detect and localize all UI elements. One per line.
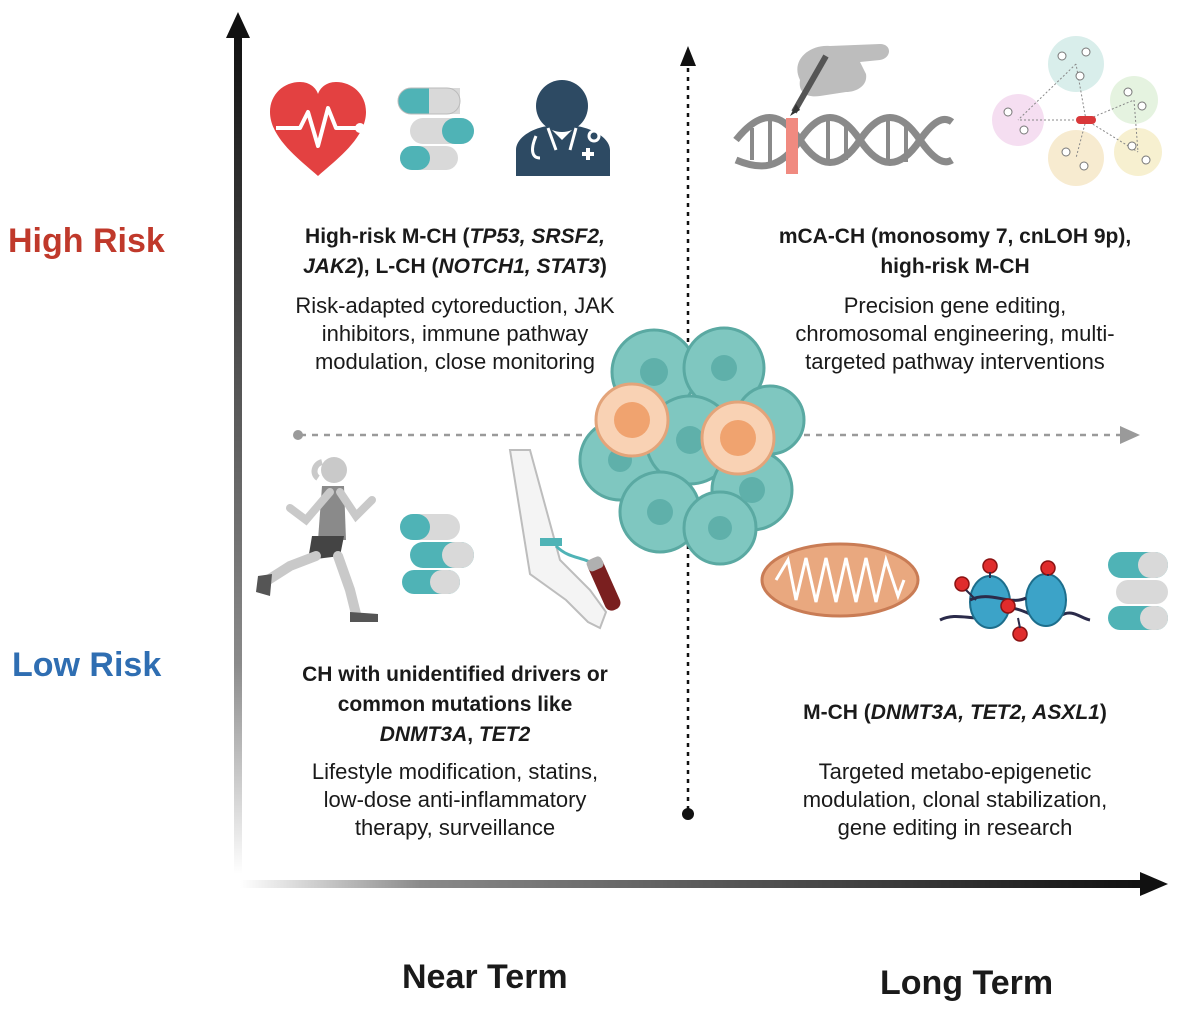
quadrant-high-near-title: High-risk M-CH (TP53, SRSF2, JAK2), L-CH… xyxy=(260,222,650,282)
body-line: Lifestyle modification, statins, xyxy=(311,759,599,784)
body-line: modulation, clonal stabilization, xyxy=(802,787,1108,812)
title-part: High-risk M-CH ( xyxy=(305,225,470,248)
heart-ecg-icon xyxy=(270,82,366,176)
blood-draw-icon xyxy=(508,449,621,630)
mitochondria-icon xyxy=(760,542,920,618)
near-term-label: Near Term xyxy=(402,958,568,996)
pills-icon-low-long xyxy=(1108,552,1168,630)
quadrant-low-near-title: CH with unidentified drivers or common m… xyxy=(260,660,650,750)
quadrant-low-near-body: Lifestyle modification, statins, low-dos… xyxy=(260,758,650,842)
body-line: Precision gene editing, xyxy=(843,293,1067,318)
title-line: mCA-CH (monosomy 7, cnLOH 9p), xyxy=(778,225,1132,248)
low-risk-label: Low Risk xyxy=(12,646,162,684)
gene-list: DNMT3A xyxy=(379,723,468,746)
quadrant-high-long: mCA-CH (monosomy 7, cnLOH 9p), high-risk… xyxy=(740,222,1170,376)
quadrant-low-long: M-CH (DNMT3A, TET2, ASXL1) Targeted meta… xyxy=(740,698,1170,842)
horizontal-divider-arrowhead xyxy=(1120,426,1140,444)
runner-icon xyxy=(256,457,378,622)
body-line: modulation, close monitoring xyxy=(314,349,596,374)
gene-list: TET2 xyxy=(478,723,531,746)
horizontal-divider-dot xyxy=(293,430,303,440)
body-line: Risk-adapted cytoreduction, JAK xyxy=(295,293,615,318)
title-part: ) xyxy=(599,255,607,278)
x-axis-arrowhead xyxy=(1140,872,1168,896)
gene-list: NOTCH1, STAT3 xyxy=(438,255,600,278)
quadrant-low-long-title: M-CH (DNMT3A, TET2, ASXL1) xyxy=(740,698,1170,728)
title-part: ) xyxy=(1099,701,1107,724)
body-line: inhibitors, immune pathway xyxy=(321,321,589,346)
quadrant-low-long-body: Targeted metabo-epigenetic modulation, c… xyxy=(740,758,1170,842)
title-part: ), L-CH ( xyxy=(356,255,439,278)
pills-icon-low-near xyxy=(400,514,474,594)
y-axis-line xyxy=(234,32,242,874)
title-line: common mutations like xyxy=(337,693,573,716)
body-line: low-dose anti-inflammatory xyxy=(323,787,587,812)
network-icon xyxy=(992,36,1162,186)
x-axis-line xyxy=(240,880,1142,888)
body-line: therapy, surveillance xyxy=(354,815,556,840)
quadrant-high-near: High-risk M-CH (TP53, SRSF2, JAK2), L-CH… xyxy=(260,222,650,376)
quadrant-high-long-title: mCA-CH (monosomy 7, cnLOH 9p), high-risk… xyxy=(740,222,1170,282)
title-line: DNMT3A, TET2 xyxy=(260,720,650,750)
title-line: high-risk M-CH xyxy=(880,255,1030,278)
quadrant-low-near: CH with unidentified drivers or common m… xyxy=(260,660,650,842)
gene-list: DNMT3A, TET2, ASXL1 xyxy=(870,701,1100,724)
high-risk-label: High Risk xyxy=(8,222,165,260)
doctor-icon xyxy=(516,80,610,176)
quadrant-high-near-body: Risk-adapted cytoreduction, JAK inhibito… xyxy=(260,292,650,376)
vertical-divider-arrowhead xyxy=(680,46,696,66)
body-line: targeted pathway interventions xyxy=(805,349,1105,374)
gene-editing-icon xyxy=(733,44,955,174)
nucleosome-icon xyxy=(939,558,1091,642)
title-part: M-CH ( xyxy=(803,701,871,724)
gene-list: JAK2 xyxy=(303,255,357,278)
long-term-label: Long Term xyxy=(880,964,1054,1002)
vertical-divider-dot xyxy=(682,808,694,820)
body-line: chromosomal engineering, multi- xyxy=(795,321,1115,346)
body-line: gene editing in research xyxy=(837,815,1073,840)
title-line: CH with unidentified drivers or xyxy=(302,663,608,686)
pills-icon xyxy=(397,87,474,170)
y-axis-arrowhead xyxy=(226,12,250,38)
body-line: Targeted metabo-epigenetic xyxy=(818,759,1092,784)
title-part: , xyxy=(467,723,479,746)
gene-list: TP53, SRSF2, xyxy=(469,225,605,248)
quadrant-high-long-body: Precision gene editing, chromosomal engi… xyxy=(740,292,1170,376)
cell-cluster-icon xyxy=(578,326,806,566)
